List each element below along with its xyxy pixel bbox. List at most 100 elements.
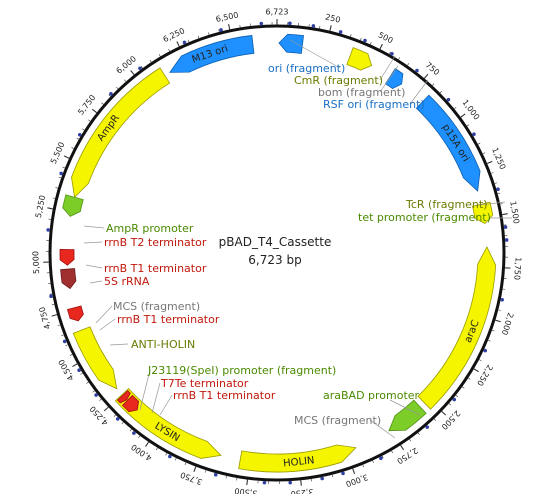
feature-m13-ori[interactable] xyxy=(169,35,255,73)
minor-tick xyxy=(58,176,62,179)
feature-ampr[interactable] xyxy=(71,67,171,199)
minor-tick xyxy=(92,390,95,393)
tick-label: 1,500 xyxy=(508,200,521,224)
label-leader-line xyxy=(379,55,396,81)
feature-arac[interactable] xyxy=(417,246,497,410)
enzyme-site-marker xyxy=(109,92,113,96)
label-5s-rrna: 5S rRNA xyxy=(104,275,150,288)
minor-tick xyxy=(455,395,458,398)
backbone-circle xyxy=(48,24,506,482)
feature-rrnb-t1-b[interactable] xyxy=(67,305,84,322)
label-leader-line xyxy=(409,79,429,105)
enzyme-site-marker xyxy=(483,348,488,353)
minor-tick xyxy=(101,102,104,105)
major-tick xyxy=(47,207,53,210)
feature-ampr-promoter[interactable] xyxy=(62,194,84,217)
feature-holin[interactable] xyxy=(238,444,357,473)
major-tick xyxy=(246,479,249,486)
minor-tick xyxy=(99,398,102,401)
minor-tick xyxy=(417,432,420,435)
enzyme-site-marker xyxy=(379,456,383,460)
label-j23119-promoter: J23119(SpeI) promoter (fragment) xyxy=(147,364,336,377)
label-ampr-promoter: AmpR promoter xyxy=(106,222,194,235)
major-tick xyxy=(300,480,302,486)
minor-tick xyxy=(497,192,501,195)
minor-tick xyxy=(88,119,91,122)
feature-rrna-5s[interactable] xyxy=(60,268,77,290)
minor-tick xyxy=(468,377,471,380)
enzyme-site-marker xyxy=(115,417,120,421)
enzyme-site-marker xyxy=(500,297,504,302)
major-tick xyxy=(352,468,356,474)
label-rrnb-t1-terminator-c: rrnB T1 terminator xyxy=(173,389,276,402)
major-tick xyxy=(423,73,429,79)
minor-tick xyxy=(138,435,141,438)
feature-anti-holin[interactable] xyxy=(72,326,118,390)
minor-tick xyxy=(197,35,200,39)
feature-rrnb-t1-c[interactable] xyxy=(121,394,139,413)
minor-tick xyxy=(331,474,334,478)
tick-label: 2,250 xyxy=(475,363,494,387)
minor-tick xyxy=(381,455,384,459)
minor-tick xyxy=(372,460,374,463)
feature-ori-frag[interactable] xyxy=(278,33,304,54)
enzyme-site-marker xyxy=(311,24,316,28)
feature-arabad[interactable] xyxy=(388,399,427,432)
major-tick xyxy=(329,25,332,31)
label-leader-line xyxy=(109,343,129,346)
enzyme-site-marker xyxy=(46,228,50,232)
major-tick xyxy=(460,113,466,118)
minor-tick xyxy=(149,59,152,63)
feature-t7te[interactable] xyxy=(116,390,131,404)
enzyme-site-marker xyxy=(49,294,53,299)
feature-rsf-ori[interactable] xyxy=(384,68,404,90)
major-tick xyxy=(502,213,508,216)
enzyme-site-marker xyxy=(59,171,63,176)
plasmid-length: 6,723 bp xyxy=(248,253,301,267)
enzyme-site-marker xyxy=(182,40,187,45)
backbone-layer xyxy=(48,24,506,482)
label-leader-line xyxy=(89,280,103,284)
enzyme-site-marker xyxy=(259,21,264,26)
feature-lysin[interactable] xyxy=(114,388,222,459)
minor-tick xyxy=(116,86,119,90)
minor-tick xyxy=(391,450,393,454)
label-rrnb-t2-terminator: rrnB T2 terminator xyxy=(104,236,207,249)
feature-tcr[interactable] xyxy=(472,201,494,225)
plasmid-name: pBAD_T4_Cassette xyxy=(219,235,332,249)
tick-label: 1,250 xyxy=(490,146,507,171)
tick-label: 4,250 xyxy=(88,404,110,427)
label-leader-line xyxy=(99,318,116,331)
enzyme-site-marker xyxy=(415,68,419,73)
feature-rrnb-t1-a[interactable] xyxy=(59,248,75,266)
tick-label: 5,500 xyxy=(49,141,67,166)
enzyme-site-marker xyxy=(338,30,343,34)
enzyme-site-marker xyxy=(496,187,500,192)
tick-label: 4,750 xyxy=(38,306,53,330)
label-ori-fragment: ori (fragment) xyxy=(268,62,345,75)
enzyme-site-marker xyxy=(363,38,367,43)
label-t7te-terminator: T7Te terminator xyxy=(160,377,249,390)
enzyme-site-marker xyxy=(77,368,81,373)
feature-cmr-frag[interactable] xyxy=(346,47,373,71)
tick-label: 6,000 xyxy=(115,54,139,75)
minor-tick xyxy=(448,403,452,406)
minor-tick xyxy=(113,414,116,417)
enzyme-site-marker xyxy=(504,238,509,242)
tick-label: 6,723 xyxy=(266,8,289,17)
major-tick xyxy=(176,41,180,47)
enzyme-site-marker xyxy=(168,454,172,459)
feature-p15a-ori[interactable] xyxy=(415,94,481,192)
minor-tick xyxy=(407,63,410,66)
enzyme-site-marker xyxy=(503,225,508,229)
minor-tick xyxy=(82,128,85,131)
minor-tick xyxy=(129,429,132,432)
tick-label: 6,250 xyxy=(162,26,187,44)
tick-label: 5,250 xyxy=(34,194,47,218)
minor-tick xyxy=(491,172,494,174)
minor-tick xyxy=(500,203,503,205)
minor-tick xyxy=(498,309,501,311)
label-rrnb-t1-terminator-b: rrnB T1 terminator xyxy=(117,313,220,326)
